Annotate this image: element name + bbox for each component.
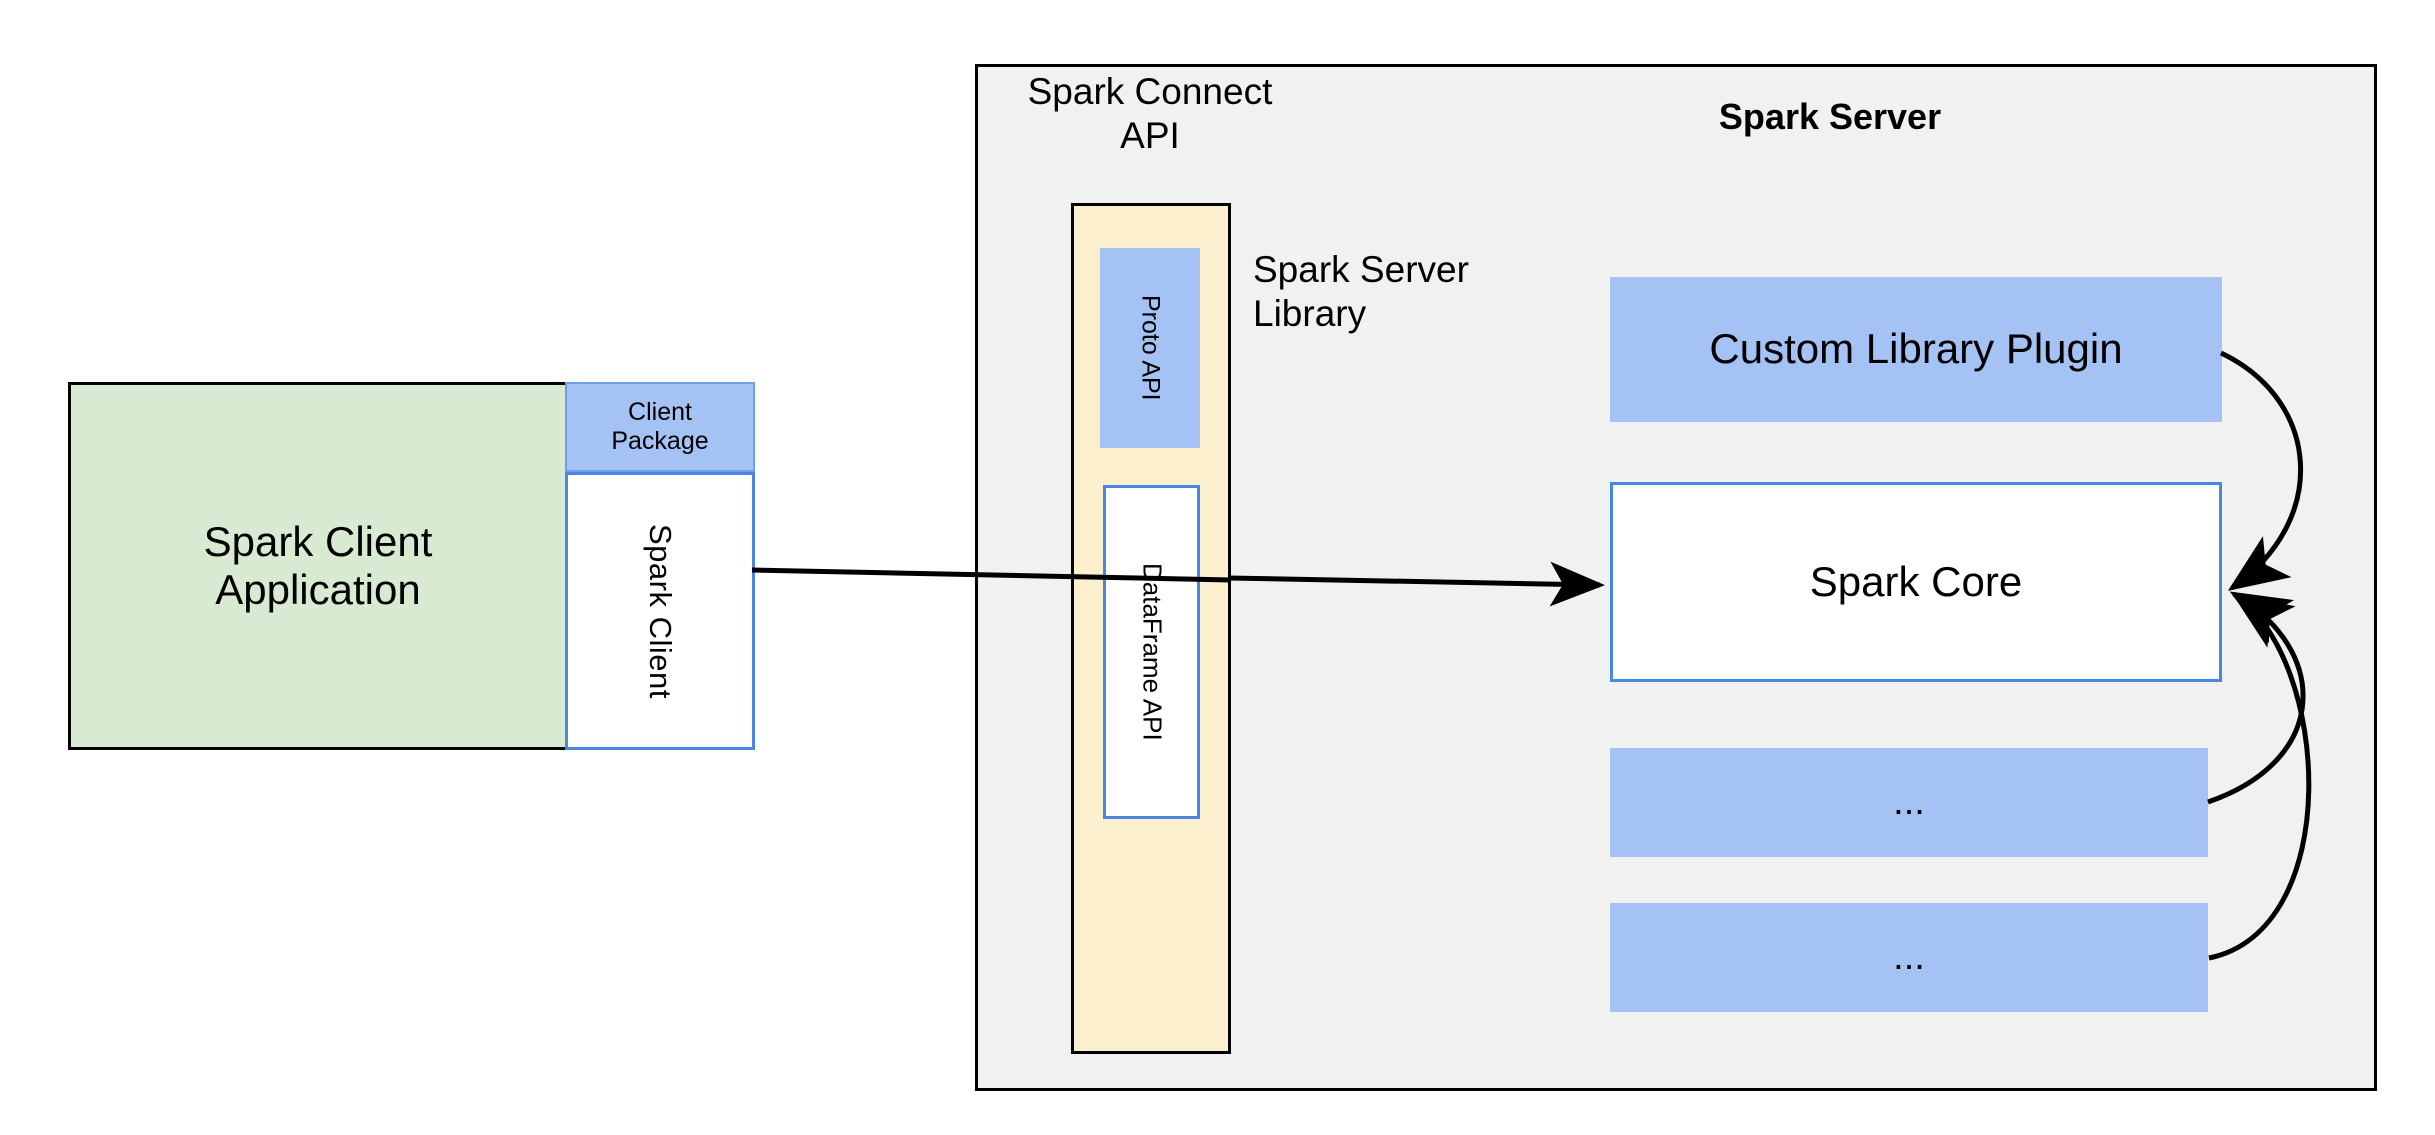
proto-api-block[interactable]: Proto API	[1100, 248, 1200, 448]
spark-client-block[interactable]: Spark Client	[565, 472, 755, 750]
additional-plugin-block-2[interactable]: ...	[1610, 903, 2208, 1012]
spark-client-application-label: Spark Client Application	[203, 517, 433, 613]
spark-core-block[interactable]: Spark Core	[1610, 482, 2222, 682]
custom-library-plugin-label: Custom Library Plugin	[1709, 325, 2123, 373]
spark-client-label: Spark Client	[642, 523, 678, 699]
dataframe-api-label: DataFrame API	[1137, 563, 1168, 741]
spark-client-application-block[interactable]: Spark Client Application	[68, 382, 568, 750]
additional-plugin-block-1[interactable]: ...	[1610, 748, 2208, 857]
additional-plugin-label-2: ...	[1893, 935, 1925, 978]
spark-core-label: Spark Core	[1809, 557, 2023, 605]
proto-api-label: Proto API	[1136, 295, 1165, 401]
spark-server-library-label: Spark Server Library	[1253, 249, 1469, 335]
spark-server-title: Spark Server	[1718, 96, 1942, 137]
client-package-label: Client Package	[611, 398, 709, 455]
additional-plugin-label-1: ...	[1893, 780, 1925, 823]
custom-library-plugin-block[interactable]: Custom Library Plugin	[1610, 277, 2222, 422]
dataframe-api-block[interactable]: DataFrame API	[1103, 485, 1200, 819]
client-package-block[interactable]: Client Package	[565, 382, 755, 472]
spark-connect-api-label: Spark Connect API	[1027, 71, 1273, 157]
